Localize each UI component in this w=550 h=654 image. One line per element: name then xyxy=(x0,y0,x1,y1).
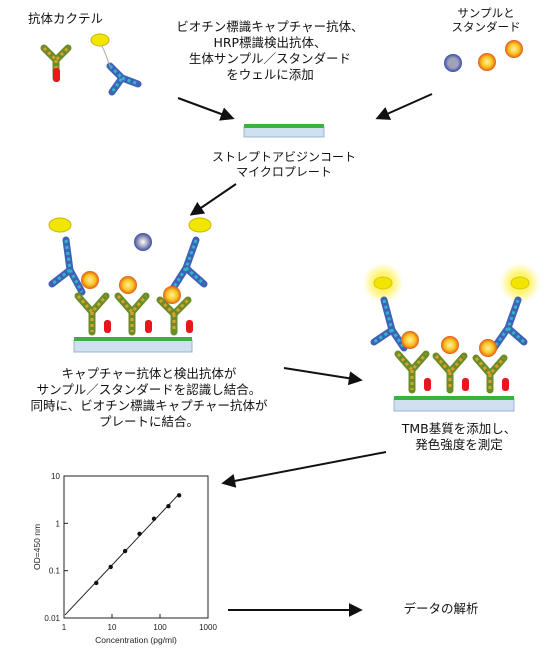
caption-line: HRP標識検出抗体、 xyxy=(213,35,327,50)
tmb-caption: TMB基質を添加し、 発色強度を測定 xyxy=(384,421,534,453)
caption-line: 発色強度を測定 xyxy=(415,437,503,452)
caption-line: 同時に、ビオチン標識キャプチャー抗体が xyxy=(30,398,268,413)
data-point xyxy=(108,564,113,570)
x-tick-label: 1 xyxy=(62,623,67,632)
standard-antigen-icon xyxy=(478,53,496,71)
color-development-diagram xyxy=(363,263,540,412)
x-tick-label: 10 xyxy=(108,623,117,632)
detection-antibody-icon xyxy=(99,43,142,96)
caption-line: をウェルに添加 xyxy=(226,67,314,82)
data-analysis-label: データの解析 xyxy=(403,601,479,616)
x-tick-label: 100 xyxy=(153,623,167,632)
data-point xyxy=(151,516,157,521)
x-axis-label: Concentration (pg/ml) xyxy=(95,635,177,645)
fit-line xyxy=(64,493,180,616)
standard-curve-chart: 1 10 100 1000 10 1 0.1 0.01 Concentration (pg/m… xyxy=(32,472,217,645)
data-point xyxy=(137,531,142,537)
caption-line: サンプル／スタンダードを認識し結合。 xyxy=(36,382,262,397)
y-tick-label: 1 xyxy=(56,519,61,528)
data-point xyxy=(94,580,99,586)
caption-line: サンプルと xyxy=(457,6,515,20)
biotin-tag-icon xyxy=(53,68,60,82)
arrow-icon xyxy=(283,367,363,386)
sample-antigen-icon xyxy=(444,54,462,72)
reagent-addition-caption: ビオチン標識キャプチャー抗体、 HRP標識検出抗体、 生体サンプル／スタンダード… xyxy=(150,19,390,83)
caption-line: マイクロプレート xyxy=(236,165,332,179)
y-tick-label: 0.1 xyxy=(49,567,61,576)
x-tick-label: 1000 xyxy=(199,623,217,632)
antibody-cocktail-label: 抗体カクテル xyxy=(28,11,104,26)
arrow-icon xyxy=(189,183,237,216)
caption-line: 生体サンプル／スタンダード xyxy=(188,51,352,66)
streptavidin-plate-caption: ストレプトアビジンコート マイクロプレート xyxy=(194,150,374,180)
standard-antigen-icon xyxy=(505,40,523,58)
y-tick-label: 0.01 xyxy=(44,614,60,623)
caption-line: ストレプトアビジンコート xyxy=(211,150,356,164)
caption-line: プレートに結合。 xyxy=(98,414,199,429)
binding-caption: キャプチャー抗体と検出抗体が サンプル／スタンダードを認識し結合。 同時に、ビオ… xyxy=(4,366,294,430)
caption-line: スタンダード xyxy=(451,20,521,34)
caption-line: ビオチン標識キャプチャー抗体、 xyxy=(176,19,364,34)
sample-standard-label: サンプルと スタンダード xyxy=(436,6,536,34)
microplate-icon xyxy=(243,124,325,138)
data-point xyxy=(122,548,128,554)
capture-antibody-icon xyxy=(40,44,72,82)
hrp-enzyme-icon xyxy=(90,33,110,47)
caption-line: TMB基質を添加し、 xyxy=(401,421,517,436)
caption-line: キャプチャー抗体と検出抗体が xyxy=(61,366,237,381)
y-axis-label: OD=450 nm xyxy=(32,524,42,570)
arrow-icon xyxy=(221,451,387,488)
data-point xyxy=(166,504,171,509)
bound-complex-diagram xyxy=(48,217,212,353)
data-point xyxy=(176,493,182,498)
arrow-icon xyxy=(375,93,433,120)
arrow-icon xyxy=(177,97,235,121)
y-tick-label: 10 xyxy=(51,472,60,481)
plot-frame xyxy=(63,475,209,619)
